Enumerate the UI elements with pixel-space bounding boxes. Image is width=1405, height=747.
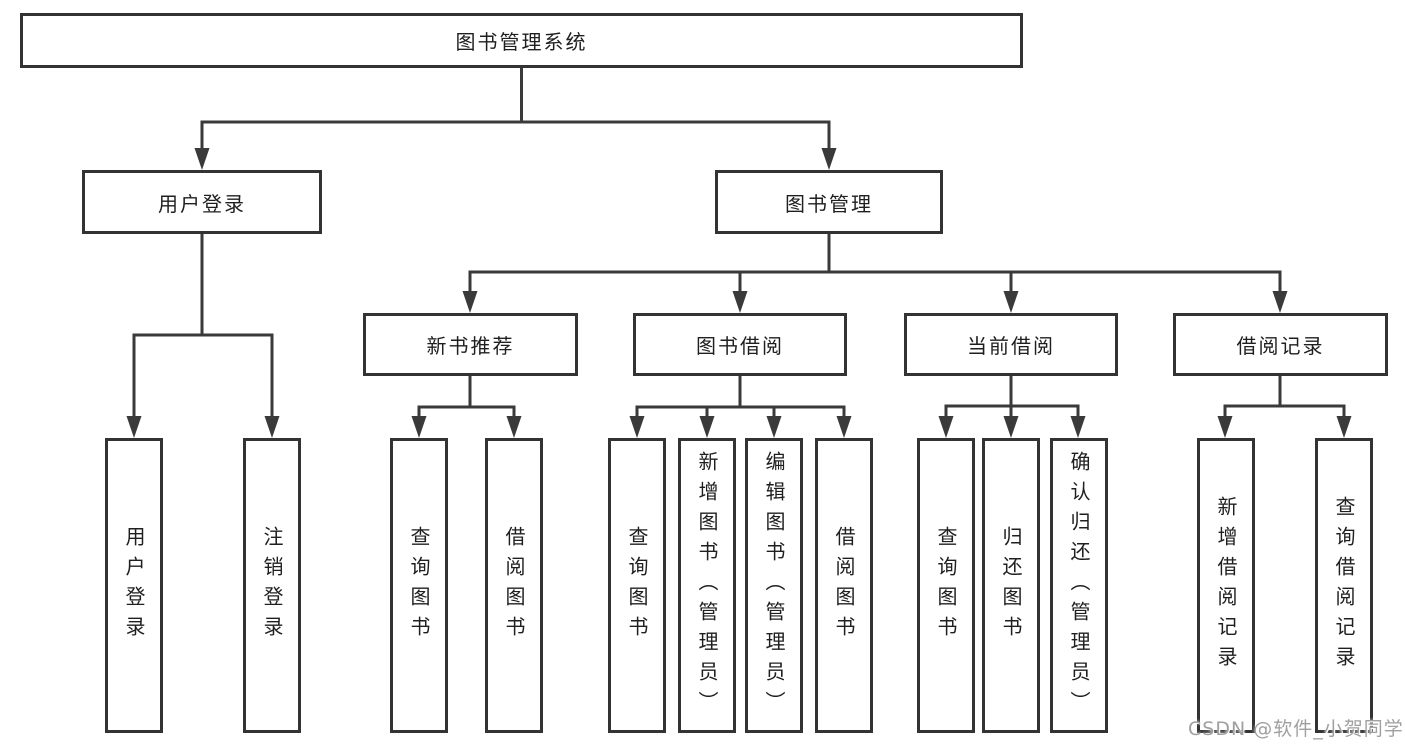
node-label: 当前借阅	[967, 334, 1055, 358]
node-current-borrowing: 当前借阅	[904, 313, 1118, 376]
leaf-query-books-current: 查询图书	[917, 438, 975, 733]
leaf-label: 新增图书（管理员）	[695, 450, 719, 721]
leaf-label: 借阅图书	[832, 525, 856, 646]
arrowheads	[126, 148, 1352, 438]
node-library-management-system: 图书管理系统	[20, 13, 1023, 68]
node-label: 借阅记录	[1236, 334, 1325, 358]
leaf-confirm-return-admin: 确认归还（管理员）	[1050, 438, 1108, 733]
leaf-label: 确认归还（管理员）	[1067, 450, 1091, 721]
leaf-user-login: 用户登录	[105, 438, 163, 733]
leaf-return-books: 归还图书	[982, 438, 1040, 733]
leaf-add-borrow-record: 新增借阅记录	[1197, 438, 1255, 733]
leaf-logout: 注销登录	[243, 438, 301, 733]
leaf-add-book-admin: 新增图书（管理员）	[678, 438, 736, 733]
leaf-label: 查询图书	[407, 525, 431, 646]
leaf-label: 新增借阅记录	[1214, 495, 1238, 676]
node-borrow-records: 借阅记录	[1173, 313, 1388, 376]
node-label: 图书管理系统	[455, 30, 588, 54]
leaf-query-books-recommend: 查询图书	[390, 438, 448, 733]
node-new-book-recommend: 新书推荐	[363, 313, 578, 376]
leaf-label: 编辑图书（管理员）	[762, 450, 786, 721]
leaf-query-books-borrowing: 查询图书	[608, 438, 666, 733]
leaf-label: 注销登录	[260, 525, 284, 646]
leaf-query-borrow-record: 查询借阅记录	[1315, 438, 1373, 733]
leaf-label: 查询图书	[625, 525, 649, 646]
leaf-label: 借阅图书	[502, 525, 526, 646]
leaf-label: 查询图书	[934, 525, 958, 646]
csdn-watermark: CSDN @软件_小贺同学	[1188, 718, 1404, 740]
node-book-management: 图书管理	[715, 170, 943, 234]
node-label: 新书推荐	[426, 334, 515, 358]
node-label: 图书借阅	[696, 334, 784, 358]
leaf-label: 用户登录	[122, 525, 146, 646]
node-book-borrowing: 图书借阅	[633, 313, 847, 376]
node-user-login: 用户登录	[82, 170, 322, 234]
node-label: 图书管理	[785, 191, 873, 216]
leaf-borrow-books-recommend: 借阅图书	[485, 438, 543, 733]
leaf-label: 归还图书	[999, 525, 1023, 646]
node-label: 用户登录	[158, 191, 246, 216]
leaf-edit-book-admin: 编辑图书（管理员）	[745, 438, 803, 733]
leaf-borrow-books: 借阅图书	[815, 438, 873, 733]
leaf-label: 查询借阅记录	[1332, 495, 1356, 676]
